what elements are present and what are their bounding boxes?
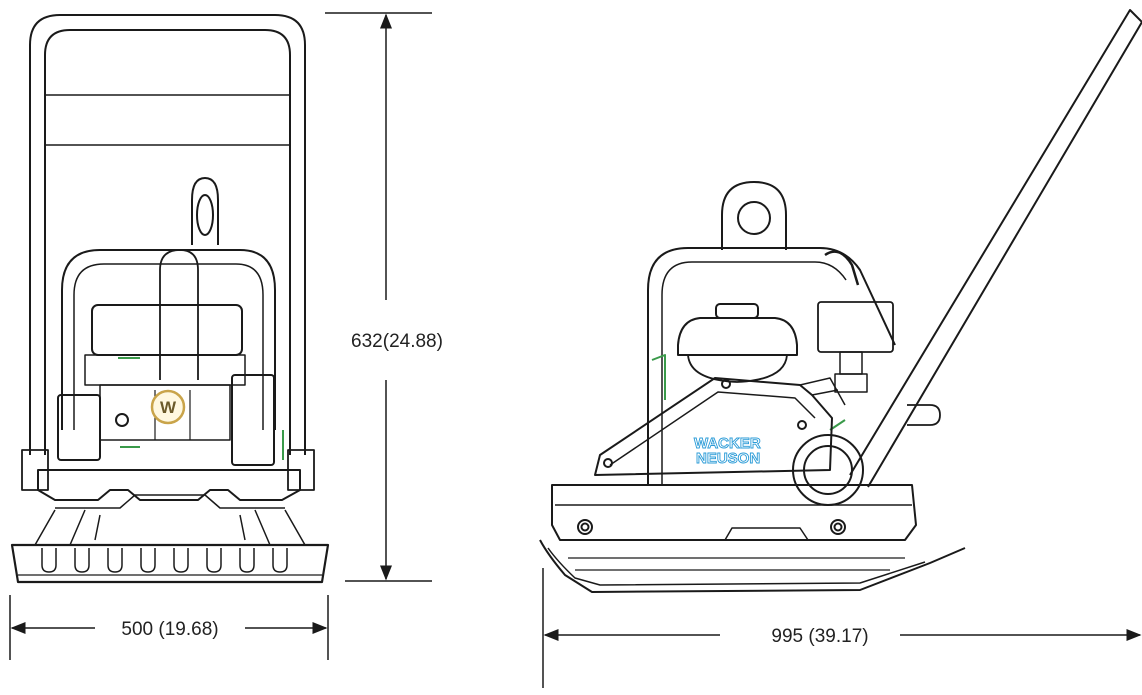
- front-roll-cage: [61, 249, 276, 430]
- brand-line-2: NEUSON: [696, 450, 760, 467]
- side-view: [539, 9, 1142, 593]
- side-lifting-eye: [721, 181, 787, 250]
- side-belt-guard: [594, 377, 833, 476]
- length-dimension: [542, 568, 1142, 688]
- side-base-housing: [551, 484, 917, 541]
- front-handle-inner: [44, 29, 291, 455]
- width-dimension: [9, 595, 329, 660]
- front-engine-tank: [91, 304, 243, 356]
- front-base-plate: [10, 543, 330, 584]
- brand-line-1: WACKER: [694, 435, 761, 452]
- side-handle-bar: [849, 9, 1142, 488]
- front-logo-letter: W: [160, 398, 177, 417]
- front-view: [10, 14, 330, 584]
- front-base-housing: [37, 469, 301, 501]
- front-logo-badge: [150, 389, 186, 425]
- side-base-plate: [539, 539, 966, 593]
- length-dimension-label: 995 (39.17): [771, 626, 868, 647]
- side-roll-cage: [647, 247, 896, 485]
- front-handle-frame: [29, 14, 306, 455]
- side-fuel-tank: [677, 317, 798, 356]
- front-grab-handle: [159, 249, 199, 380]
- height-dimension: [325, 12, 432, 582]
- width-dimension-label: 500 (19.68): [121, 619, 218, 640]
- front-lifting-eye: [191, 177, 219, 245]
- height-dimension-label: 632(24.88): [351, 331, 443, 352]
